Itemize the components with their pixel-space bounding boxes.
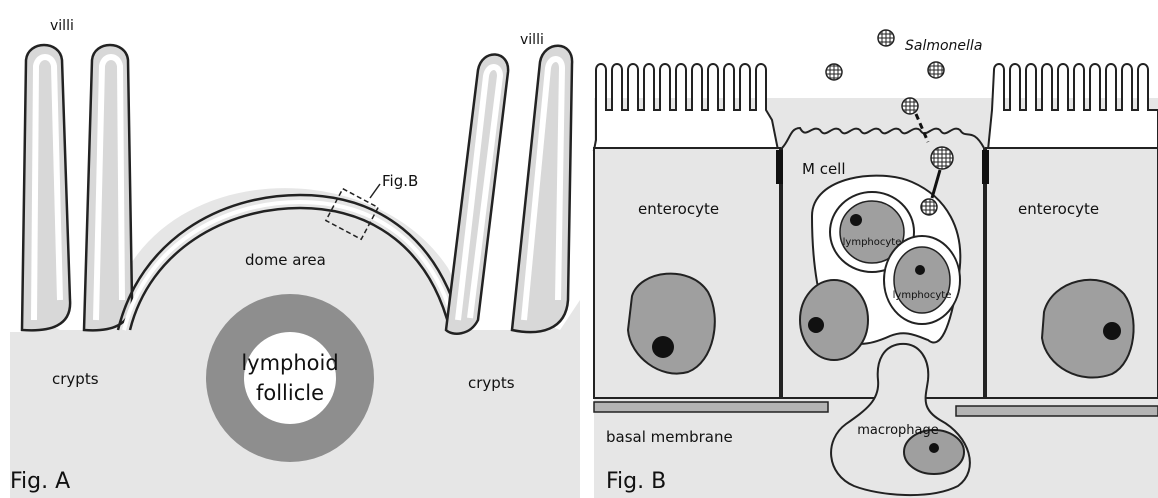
- microvilli-right: [988, 64, 1158, 150]
- lymphoid-follicle-center: [244, 332, 336, 424]
- tight-junction-left: [776, 150, 783, 184]
- enterocyte-right-nucleolus: [1103, 322, 1121, 340]
- salmonella-bacterium: [921, 199, 937, 215]
- macrophage-nucleolus: [929, 443, 939, 453]
- salmonella-label: Salmonella: [905, 38, 982, 54]
- lymphocyte-2-nucleus: [894, 247, 950, 313]
- lymphocyte-label-1: lymphocyte: [843, 237, 902, 248]
- lymphocyte-1-nucleolus: [850, 214, 862, 226]
- fig-b-panel: Salmonella M cell enterocyte enterocyte …: [594, 30, 1158, 498]
- fig-a-caption: Fig. A: [10, 469, 70, 494]
- enterocyte-label-right: enterocyte: [1018, 200, 1099, 218]
- fig-b-callout-label: Fig.B: [382, 172, 418, 190]
- salmonella-bacterium: [878, 30, 894, 46]
- crypts-label-right: crypts: [468, 374, 515, 392]
- lymphocyte-label-2: lymphocyte: [893, 290, 952, 301]
- basal-membrane-right: [956, 406, 1158, 416]
- villi-label-left: villi: [50, 18, 74, 34]
- lymphocyte-2-nucleolus: [915, 265, 925, 275]
- enterocyte-label-left: enterocyte: [638, 200, 719, 218]
- villi-label-right: villi: [520, 32, 544, 48]
- macrophage-label: macrophage: [857, 423, 939, 438]
- enterocyte-left-nucleus: [628, 274, 715, 374]
- villus-left-1: [22, 45, 70, 330]
- lymphoid-follicle-label-2: follicle: [256, 381, 324, 405]
- basal-membrane-label: basal membrane: [606, 428, 733, 446]
- m-cell-label: M cell: [802, 160, 846, 178]
- salmonella-bacterium: [931, 147, 953, 169]
- salmonella-bacterium: [902, 98, 918, 114]
- salmonella-bacterium: [826, 64, 842, 80]
- lymphoid-follicle-label-1: lymphoid: [241, 351, 338, 375]
- fig-a-panel: villi villi Fig.B dome area lymphoid fol…: [0, 0, 590, 498]
- m-cell-nucleolus: [808, 317, 824, 333]
- salmonella-bacterium: [928, 62, 944, 78]
- microvilli-left: [594, 64, 778, 150]
- enterocyte-left-nucleolus: [652, 336, 674, 358]
- fig-b-caption: Fig. B: [606, 469, 666, 494]
- dome-area-label: dome area: [245, 251, 326, 269]
- crypts-label-left: crypts: [52, 370, 99, 388]
- basal-membrane-left: [594, 402, 828, 412]
- tight-junction-right: [982, 150, 989, 184]
